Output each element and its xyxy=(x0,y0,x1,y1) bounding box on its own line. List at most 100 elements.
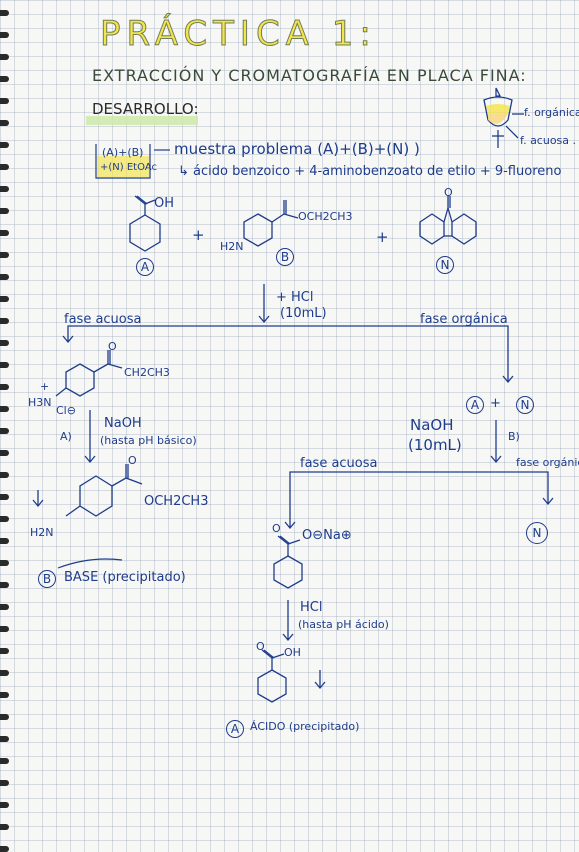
beaker-outline xyxy=(95,144,151,179)
binding-hole xyxy=(0,32,9,38)
binding-hole xyxy=(0,780,9,786)
binding-hole xyxy=(0,538,9,544)
left-reagent: NaOH xyxy=(104,416,142,431)
left-anion: Cl⊖ xyxy=(56,404,76,417)
page-subtitle: EXTRACCIÓN Y CROMATOGRAFÍA EN PLACA FINA… xyxy=(92,66,527,85)
sample-components: ↳ ácido benzoico + 4-aminobenzoato de et… xyxy=(178,164,562,179)
molecule-n xyxy=(419,196,477,245)
binding-hole xyxy=(0,186,9,192)
molecule-b-cation xyxy=(55,350,123,397)
binding-hole xyxy=(0,714,9,720)
binding-hole xyxy=(0,582,9,588)
binding-hole xyxy=(0,494,9,500)
section-heading: DESARROLLO: xyxy=(92,100,199,118)
binding-hole xyxy=(0,164,9,170)
right-amount: (10mL) xyxy=(408,436,462,454)
result-a-text: ÁCIDO (precipitado) xyxy=(250,720,360,733)
binding-hole xyxy=(0,142,9,148)
right-comp-plus: + xyxy=(490,396,501,411)
result-n-circle: N xyxy=(526,522,548,544)
binding-hole xyxy=(0,626,9,632)
page-title: PRÁCTICA 1: xyxy=(100,14,377,55)
left-product-ester: OCH2CH3 xyxy=(144,494,209,509)
funnel-body xyxy=(483,96,513,127)
binding-hole xyxy=(0,54,9,60)
binding-hole xyxy=(0,450,9,456)
funnel-pointer-bottom xyxy=(505,125,519,139)
binding-hole xyxy=(0,10,9,16)
split-line-2 xyxy=(289,471,549,528)
right-comp-n: N xyxy=(516,396,534,414)
binding-hole xyxy=(0,384,9,390)
left-cation-o: O xyxy=(108,340,117,353)
molecule-b-product xyxy=(65,464,143,517)
sample-label: muestra problema (A)+(B)+(N) ) xyxy=(174,140,420,158)
mol-b-amine: H2N xyxy=(220,240,244,253)
right-mark: B) xyxy=(508,430,520,443)
binding-hole xyxy=(0,406,9,412)
left-product-amine: H2N xyxy=(30,526,54,539)
step1-reagent: + HCl xyxy=(276,290,314,305)
step1-amount: (10mL) xyxy=(280,306,327,321)
binding-hole xyxy=(0,98,9,104)
acid-reagent: HCl xyxy=(300,600,323,615)
binding-hole xyxy=(0,120,9,126)
funnel-stopper xyxy=(495,87,502,97)
beaker-label-1: (A)+(B) xyxy=(102,146,144,159)
right-sub-org: fase orgánica xyxy=(516,456,579,469)
acid-o: O xyxy=(256,640,265,653)
left-cation-amine: H3N xyxy=(28,396,52,409)
highlight-stroke xyxy=(86,116,198,125)
funnel-label-aqueous: f. acuosa . xyxy=(520,134,577,147)
binding-hole xyxy=(0,318,9,324)
binding-hole xyxy=(0,692,9,698)
funnel-organic-layer xyxy=(486,104,510,114)
binding-hole xyxy=(0,230,9,236)
label-n-circle: N xyxy=(436,256,454,274)
binding-hole xyxy=(0,252,9,258)
binding-hole xyxy=(0,362,9,368)
binding-hole xyxy=(0,824,9,830)
left-product-o: O xyxy=(128,454,137,467)
right-comp-a: A xyxy=(466,396,484,414)
label-a-circle: A xyxy=(136,258,154,276)
molecule-benzoate xyxy=(273,535,303,589)
acid-condition: (hasta pH ácido) xyxy=(298,618,389,631)
molecule-b xyxy=(243,200,299,247)
binding-hole xyxy=(0,274,9,280)
right-phase-label: fase orgánica xyxy=(420,312,508,327)
plus-2: + xyxy=(376,228,389,246)
acid-oh: OH xyxy=(284,646,301,659)
result-b-text: BASE (precipitado) xyxy=(64,570,186,585)
binding-hole xyxy=(0,736,9,742)
binding-hole xyxy=(0,648,9,654)
left-cation-charge: + xyxy=(40,380,50,393)
funnel-aqueous-layer xyxy=(488,114,508,124)
binding-hole xyxy=(0,670,9,676)
left-cation-ester: CH2CH3 xyxy=(124,366,170,379)
beaker-label-2: +(N) EtOAc xyxy=(100,162,157,173)
binding-hole xyxy=(0,560,9,566)
binding-hole xyxy=(0,76,9,82)
binding-hole xyxy=(0,340,9,346)
binding-hole xyxy=(0,802,9,808)
underline-swoosh xyxy=(57,558,123,569)
beaker-liquid xyxy=(97,156,149,177)
binding-hole xyxy=(0,472,9,478)
salt-o: O xyxy=(272,522,281,535)
molecule-a xyxy=(129,195,161,252)
funnel-label-organic: f. orgánica xyxy=(524,106,579,119)
mol-b-ester: OCH2CH3 xyxy=(298,210,353,223)
result-b-circle: B xyxy=(38,570,56,588)
mol-n-o: O xyxy=(444,186,453,199)
binding-hole xyxy=(0,758,9,764)
binding-hole xyxy=(0,296,9,302)
binding-hole xyxy=(0,428,9,434)
molecule-a-product xyxy=(257,649,287,703)
plus-1: + xyxy=(192,226,205,244)
split-line xyxy=(67,325,509,382)
result-a-circle: A xyxy=(226,720,244,738)
left-phase-label: fase acuosa xyxy=(64,312,142,327)
right-sub-aq: fase acuosa xyxy=(300,456,378,471)
